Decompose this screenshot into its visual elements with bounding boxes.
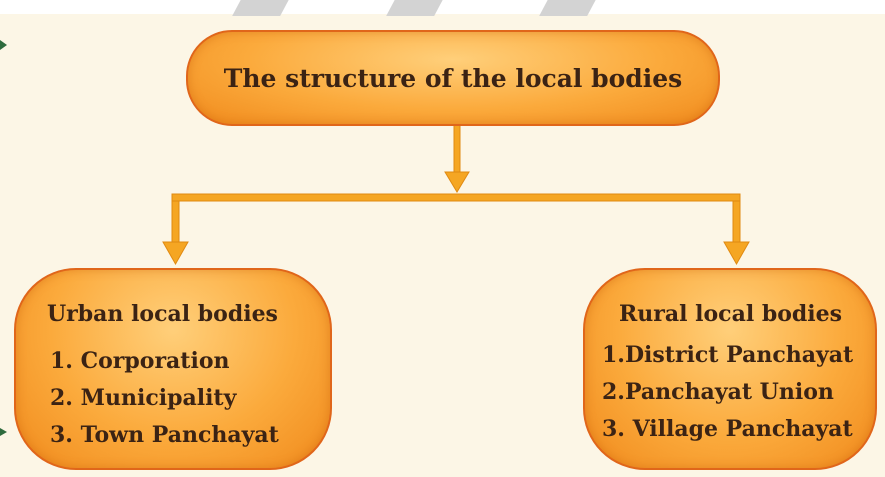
urban-item: 1. Corporation xyxy=(50,348,230,374)
urban-node: Urban local bodies 1. Corporation 2. Mun… xyxy=(14,268,332,470)
urban-list: 1. Corporation 2. Municipality 3. Town P… xyxy=(50,343,279,454)
urban-drop-line xyxy=(171,200,180,248)
urban-item: 2. Municipality xyxy=(50,385,237,411)
urban-item: 3. Town Panchayat xyxy=(50,422,279,448)
rural-arrowhead xyxy=(723,241,750,266)
rural-item: 3. Village Panchayat xyxy=(602,416,853,442)
rural-list: 1.District Panchayat 2.Panchayat Union 3… xyxy=(602,337,853,448)
page-edge-mark xyxy=(0,428,7,436)
rural-drop-line xyxy=(732,200,741,248)
rural-node: Rural local bodies 1.District Panchayat … xyxy=(583,268,877,470)
urban-arrowhead xyxy=(162,241,189,266)
page-edge-mark xyxy=(0,40,7,50)
rural-item: 2.Panchayat Union xyxy=(602,379,834,405)
horizontal-branch-line xyxy=(171,193,741,202)
urban-heading: Urban local bodies xyxy=(47,301,278,327)
diagram-title: The structure of the local bodies xyxy=(223,63,683,93)
title-node: The structure of the local bodies xyxy=(186,30,720,126)
rural-heading: Rural local bodies xyxy=(619,301,843,327)
rural-item: 1.District Panchayat xyxy=(602,342,854,368)
title-stem-line xyxy=(453,121,461,177)
top-margin-strip xyxy=(0,0,885,16)
title-stem-arrowhead xyxy=(444,171,470,193)
